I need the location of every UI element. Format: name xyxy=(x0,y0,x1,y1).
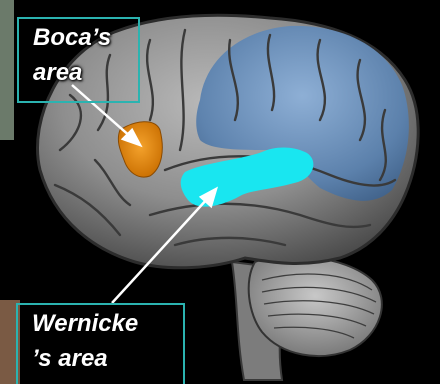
wernickes-area-label: Wernicke ’s area xyxy=(16,303,185,384)
brocas-area-label: Boca’s area xyxy=(17,17,140,103)
background-photo-strip xyxy=(0,0,14,140)
brocas-label-line1: Boca’s xyxy=(33,21,128,56)
wernickes-label-line1: Wernicke xyxy=(32,307,173,342)
wernickes-label-line2: ’s area xyxy=(32,342,173,377)
brocas-label-line2: area xyxy=(33,56,128,91)
